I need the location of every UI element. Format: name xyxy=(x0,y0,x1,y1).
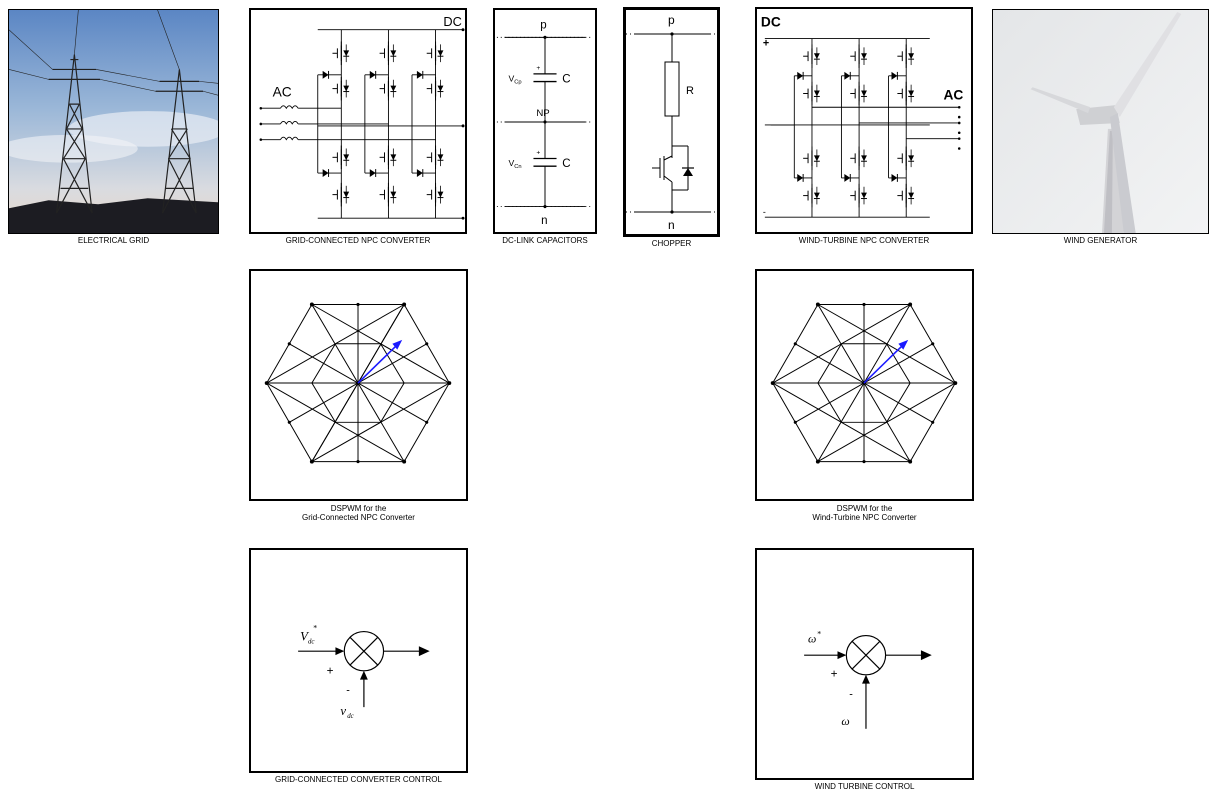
svm-hexagon-grid xyxy=(264,302,452,464)
wind-generator-photo xyxy=(992,9,1209,234)
vdc-ref-star: * xyxy=(313,624,317,633)
c-top-label: C xyxy=(562,74,570,86)
wind-turbine-npc-converter-diagram: DC + - AC xyxy=(755,7,973,234)
chopper-p-label: p xyxy=(668,13,675,27)
plus-sign: + xyxy=(327,665,334,678)
wind-dc-label: DC xyxy=(761,15,781,30)
caption-wind-generator: WIND GENERATOR xyxy=(1063,236,1138,245)
dc-label: DC xyxy=(443,14,461,29)
wind-ac-label: AC xyxy=(944,87,964,102)
vcp-plus: + xyxy=(536,65,540,72)
vdc-meas-subscript: dc xyxy=(347,713,353,720)
chopper-diagram: p n R xyxy=(623,7,720,237)
minus-sign: - xyxy=(346,684,350,696)
p-label: p xyxy=(540,20,546,32)
vcn-label: V xyxy=(508,158,514,168)
caption-wind-turbine-npc-converter: WIND-TURBINE NPC CONVERTER xyxy=(798,236,930,245)
chopper-n-label: n xyxy=(668,218,675,232)
vcn-plus: + xyxy=(536,150,540,157)
ac-label: AC xyxy=(273,84,292,99)
caption-chopper: CHOPPER xyxy=(651,239,692,248)
wind-plus-sign: + xyxy=(831,668,838,681)
vcn-subscript: Cn xyxy=(514,164,521,170)
omega-meas-label: ω xyxy=(841,715,849,728)
caption-wind-turbine-control: WIND TURBINE CONTROL xyxy=(814,782,915,791)
caption-grid-npc-converter: GRID-CONNECTED NPC CONVERTER xyxy=(285,236,431,245)
dc-link-capacitors-diagram: p NP n C C V Cp + V Cn + xyxy=(493,8,597,234)
caption-dspwm-grid-line1: DSPWM for the xyxy=(330,504,387,513)
vcp-label: V xyxy=(508,74,514,84)
wind-minus-label: - xyxy=(763,207,766,217)
vdc-ref-label: V xyxy=(300,629,310,643)
dspwm-wind-diagram xyxy=(755,269,974,501)
caption-dspwm-grid-line2: Grid-Connected NPC Converter xyxy=(302,513,415,522)
grid-npc-converter-diagram: DC AC xyxy=(249,8,467,234)
wind-minus-sign: - xyxy=(849,688,853,700)
caption-dc-link-capacitors: DC-LINK CAPACITORS xyxy=(502,236,588,245)
resistor-label: R xyxy=(686,85,694,97)
wind-plus-label: + xyxy=(763,37,769,49)
vdc-ref-subscript: dc xyxy=(308,638,314,645)
caption-dspwm-wind-line1: DSPWM for the xyxy=(836,504,893,513)
n-label: n xyxy=(541,215,547,227)
svm-hexagon-wind xyxy=(770,302,958,464)
caption-grid-converter-control: GRID-CONNECTED CONVERTER CONTROL xyxy=(275,775,442,784)
vdc-meas-label: v xyxy=(340,704,346,718)
np-label: NP xyxy=(536,108,549,119)
caption-dspwm-wind-line2: Wind-Turbine NPC Converter xyxy=(812,513,917,522)
omega-ref-label: ω xyxy=(808,632,816,645)
vcp-subscript: Cp xyxy=(514,80,521,86)
caption-electrical-grid: ELECTRICAL GRID xyxy=(77,236,150,245)
dspwm-grid-diagram xyxy=(249,269,468,501)
c-bottom-label: C xyxy=(562,158,570,170)
omega-ref-star: * xyxy=(817,630,821,639)
wind-turbine-control-diagram: ω * + - ω xyxy=(755,548,974,780)
grid-converter-control-diagram: V dc * + - v dc xyxy=(249,548,468,773)
electrical-grid-photo xyxy=(8,9,219,234)
